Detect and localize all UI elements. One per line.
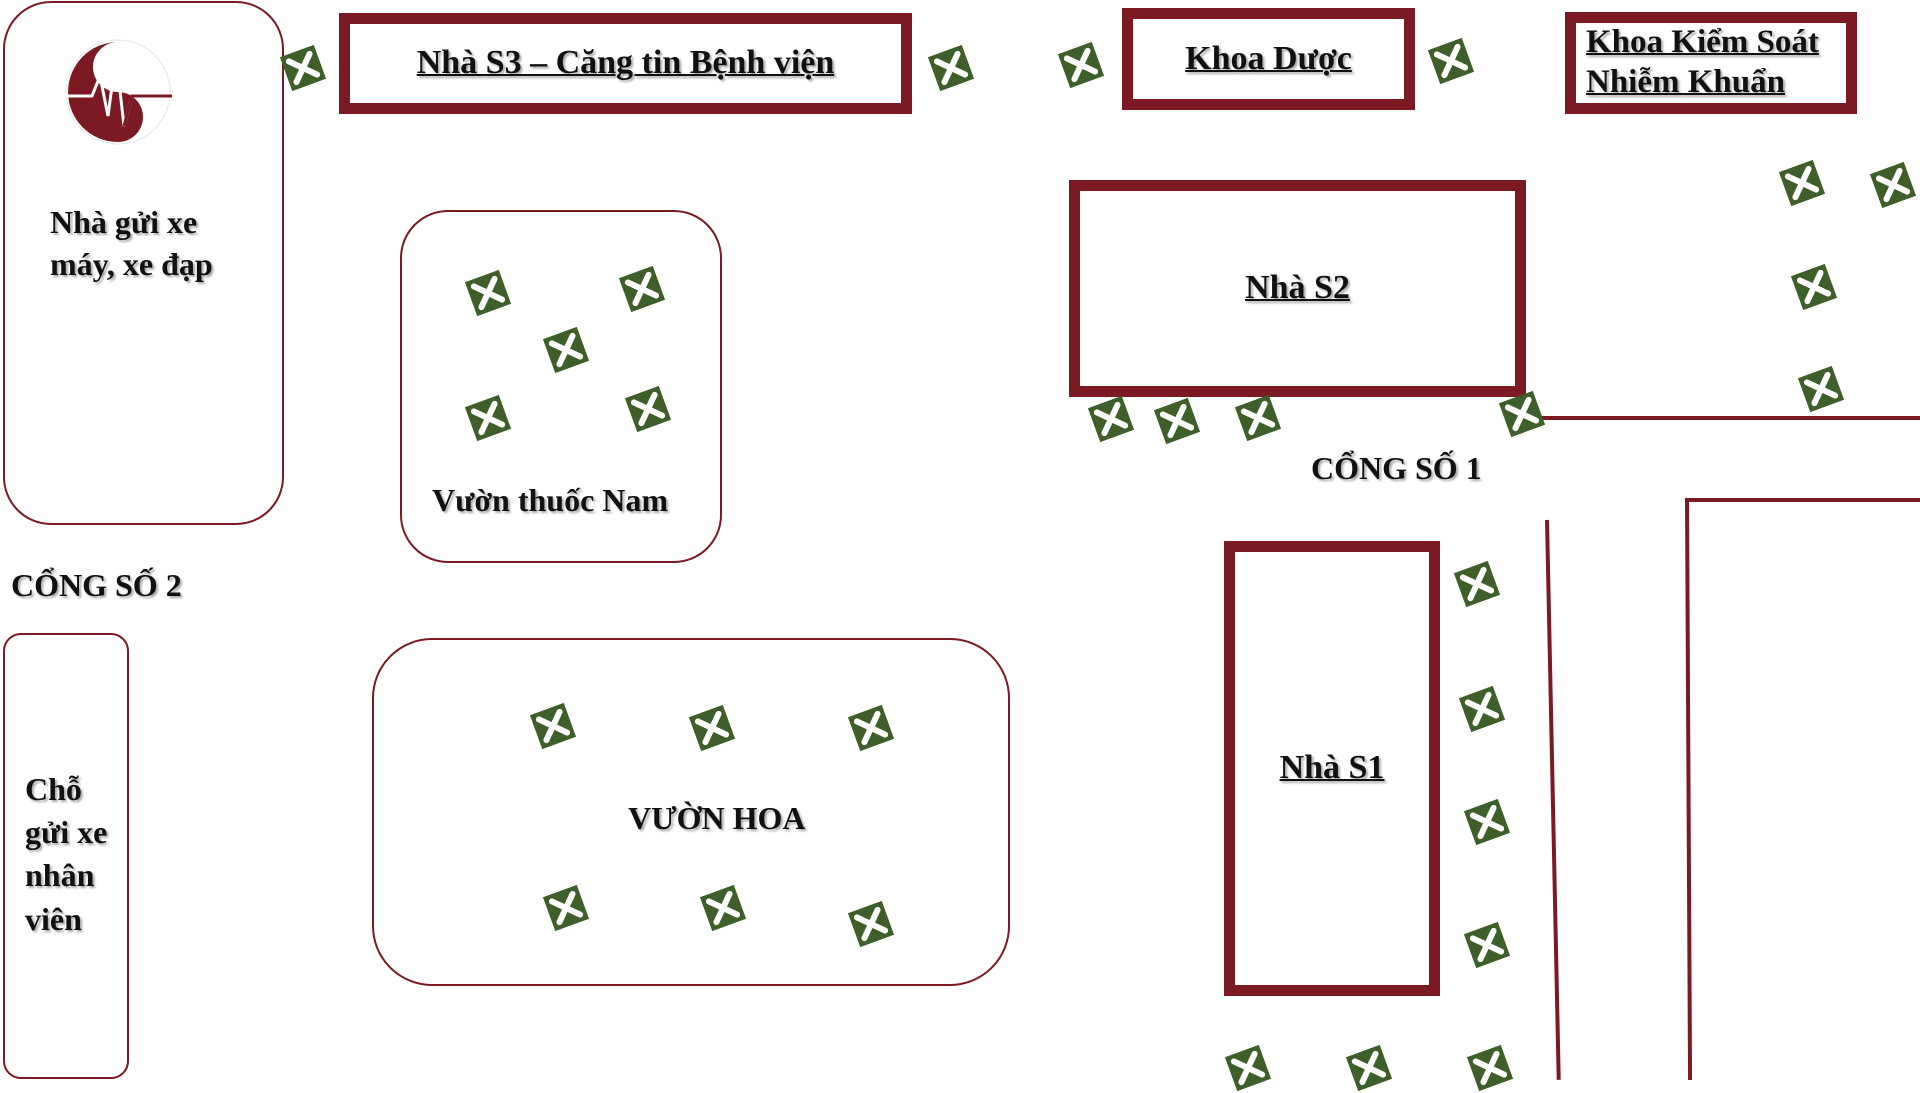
building-khoa-duoc: Khoa Dược	[1122, 8, 1415, 110]
building-s1-label: Nhà S1	[1279, 749, 1385, 787]
building-s3: Nhà S3 – Căng tin Bệnh viện	[339, 13, 912, 114]
herb-garden-label: Vườn thuốc Nam	[432, 482, 669, 518]
tree-icon	[927, 44, 975, 92]
tree-icon	[1463, 798, 1511, 846]
tree-icon	[1498, 390, 1546, 438]
tree-icon	[699, 884, 747, 932]
building-s2: Nhà S2	[1069, 180, 1526, 397]
hospital-logo-icon	[64, 39, 172, 145]
flower-garden-label: VƯỜN HOA	[628, 800, 806, 836]
tree-icon	[1458, 685, 1506, 733]
tree-icon	[464, 269, 512, 317]
tree-icon	[847, 704, 895, 752]
tree-icon	[1797, 365, 1845, 413]
road-edge-line	[1542, 416, 1920, 420]
tree-icon	[1463, 921, 1511, 969]
tree-icon	[1869, 161, 1917, 209]
flower-garden-area	[372, 638, 1010, 986]
bike-parking-area	[3, 1, 284, 525]
tree-icon	[1153, 397, 1201, 445]
herb-garden-area	[400, 210, 722, 563]
building-s3-label: Nhà S3 – Căng tin Bệnh viện	[416, 44, 835, 82]
tree-icon	[688, 704, 736, 752]
building-s2-label: Nhà S2	[1245, 269, 1350, 307]
tree-icon	[1087, 395, 1135, 443]
tree-icon	[618, 265, 666, 313]
tree-icon	[1057, 41, 1105, 89]
tree-icon	[1345, 1044, 1393, 1092]
tree-icon	[1234, 394, 1282, 442]
tree-icon	[279, 44, 327, 92]
tree-icon	[1427, 37, 1475, 85]
tree-icon	[847, 900, 895, 948]
gate-1-label: CỔNG SỐ 1	[1311, 450, 1482, 486]
tree-icon	[542, 326, 590, 374]
staff-parking-label: Chỗ gửi xe nhân viên	[25, 771, 108, 937]
tree-icon	[1224, 1044, 1272, 1092]
tree-icon	[624, 385, 672, 433]
building-kiem-soat-label: Khoa Kiểm Soát Nhiễm Khuẩn	[1586, 24, 1819, 100]
bike-parking-label: Nhà gửi xe máy, xe đạp	[50, 204, 213, 282]
road-edge-line	[1685, 497, 1693, 1080]
road-edge-line	[1545, 519, 1561, 1080]
staff-parking-area	[3, 633, 129, 1079]
tree-icon	[1453, 560, 1501, 608]
gate-2-label: CỔNG SỐ 2	[11, 567, 182, 603]
tree-icon	[1466, 1044, 1514, 1092]
building-khoa-duoc-label: Khoa Dược	[1185, 39, 1352, 77]
tree-icon	[542, 884, 590, 932]
tree-icon	[464, 394, 512, 442]
tree-icon	[1778, 159, 1826, 207]
road-edge-line	[1686, 498, 1920, 502]
tree-icon	[529, 702, 577, 750]
building-kiem-soat: Khoa Kiểm Soát Nhiễm Khuẩn	[1565, 12, 1857, 114]
building-s1: Nhà S1	[1224, 541, 1440, 996]
tree-icon	[1790, 263, 1838, 311]
